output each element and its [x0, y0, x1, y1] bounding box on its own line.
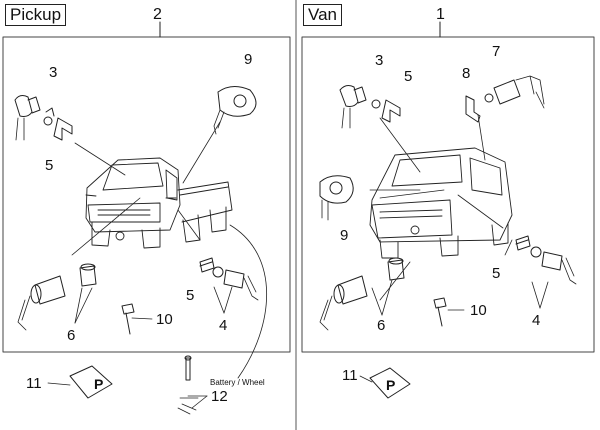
van-rear-lock-icon — [484, 75, 545, 109]
van-leaders — [359, 114, 549, 383]
van-clip-icon — [381, 99, 401, 123]
pickup-battery-wheel-lock-icon — [177, 355, 199, 415]
pickup-leaders — [47, 121, 268, 409]
pickup-clip-icon — [53, 117, 73, 141]
pickup-parking-badge-icon — [69, 365, 113, 399]
pickup-callout-5b: 5 — [186, 287, 195, 304]
van-callout-5b: 5 — [492, 265, 501, 282]
van-callout-10: 10 — [470, 302, 487, 319]
van-callout-6: 6 — [377, 317, 386, 334]
van-callout-9: 9 — [340, 227, 349, 244]
van-frame — [301, 36, 595, 353]
van-key-icon — [433, 297, 447, 327]
van-callout-3: 3 — [375, 52, 384, 69]
van-fuel-lock-icon — [319, 175, 354, 221]
pickup-ignition-lock-icon — [14, 95, 55, 141]
pickup-callout-11: 11 — [26, 375, 42, 392]
van-door-lock-cylinder-icon — [319, 257, 405, 331]
pickup-parking-letter-icon: P — [94, 376, 103, 392]
pickup-callout-10: 10 — [156, 311, 173, 328]
pickup-callout-9: 9 — [244, 51, 253, 68]
van-ignition-lock-icon — [339, 85, 381, 129]
pickup-key-icon — [121, 303, 135, 335]
van-callout-8: 8 — [462, 65, 471, 82]
battery-wheel-note: Battery / Wheel — [210, 378, 265, 387]
van-clip-8-icon — [465, 95, 481, 123]
pickup-callout-5a: 5 — [45, 157, 54, 174]
pickup-title: Pickup — [5, 4, 67, 26]
pickup-truck-illustration — [85, 157, 233, 249]
pickup-callout-4: 4 — [219, 317, 228, 334]
pickup-frame — [2, 36, 291, 353]
van-callout-11: 11 — [342, 367, 358, 384]
van-callout-7: 7 — [492, 43, 501, 60]
van-parking-badge-icon — [369, 367, 411, 399]
van-callout-5a: 5 — [404, 68, 413, 85]
pickup-callout-3: 3 — [49, 64, 58, 81]
pickup-rear-lock-icon — [199, 257, 259, 301]
pickup-callout-12: 12 — [211, 388, 228, 405]
pickup-assembly-number: 2 — [153, 6, 162, 23]
pickup-fuel-lock-icon — [213, 86, 257, 135]
van-illustration — [369, 147, 513, 259]
van-title: Van — [303, 4, 342, 26]
van-assembly-number: 1 — [436, 6, 445, 23]
van-side-lock-icon — [515, 235, 577, 285]
pickup-callout-6: 6 — [67, 327, 76, 344]
van-parking-letter-icon: P — [386, 377, 395, 393]
pickup-door-lock-cylinder-icon — [17, 263, 97, 331]
van-callout-4: 4 — [532, 312, 541, 329]
